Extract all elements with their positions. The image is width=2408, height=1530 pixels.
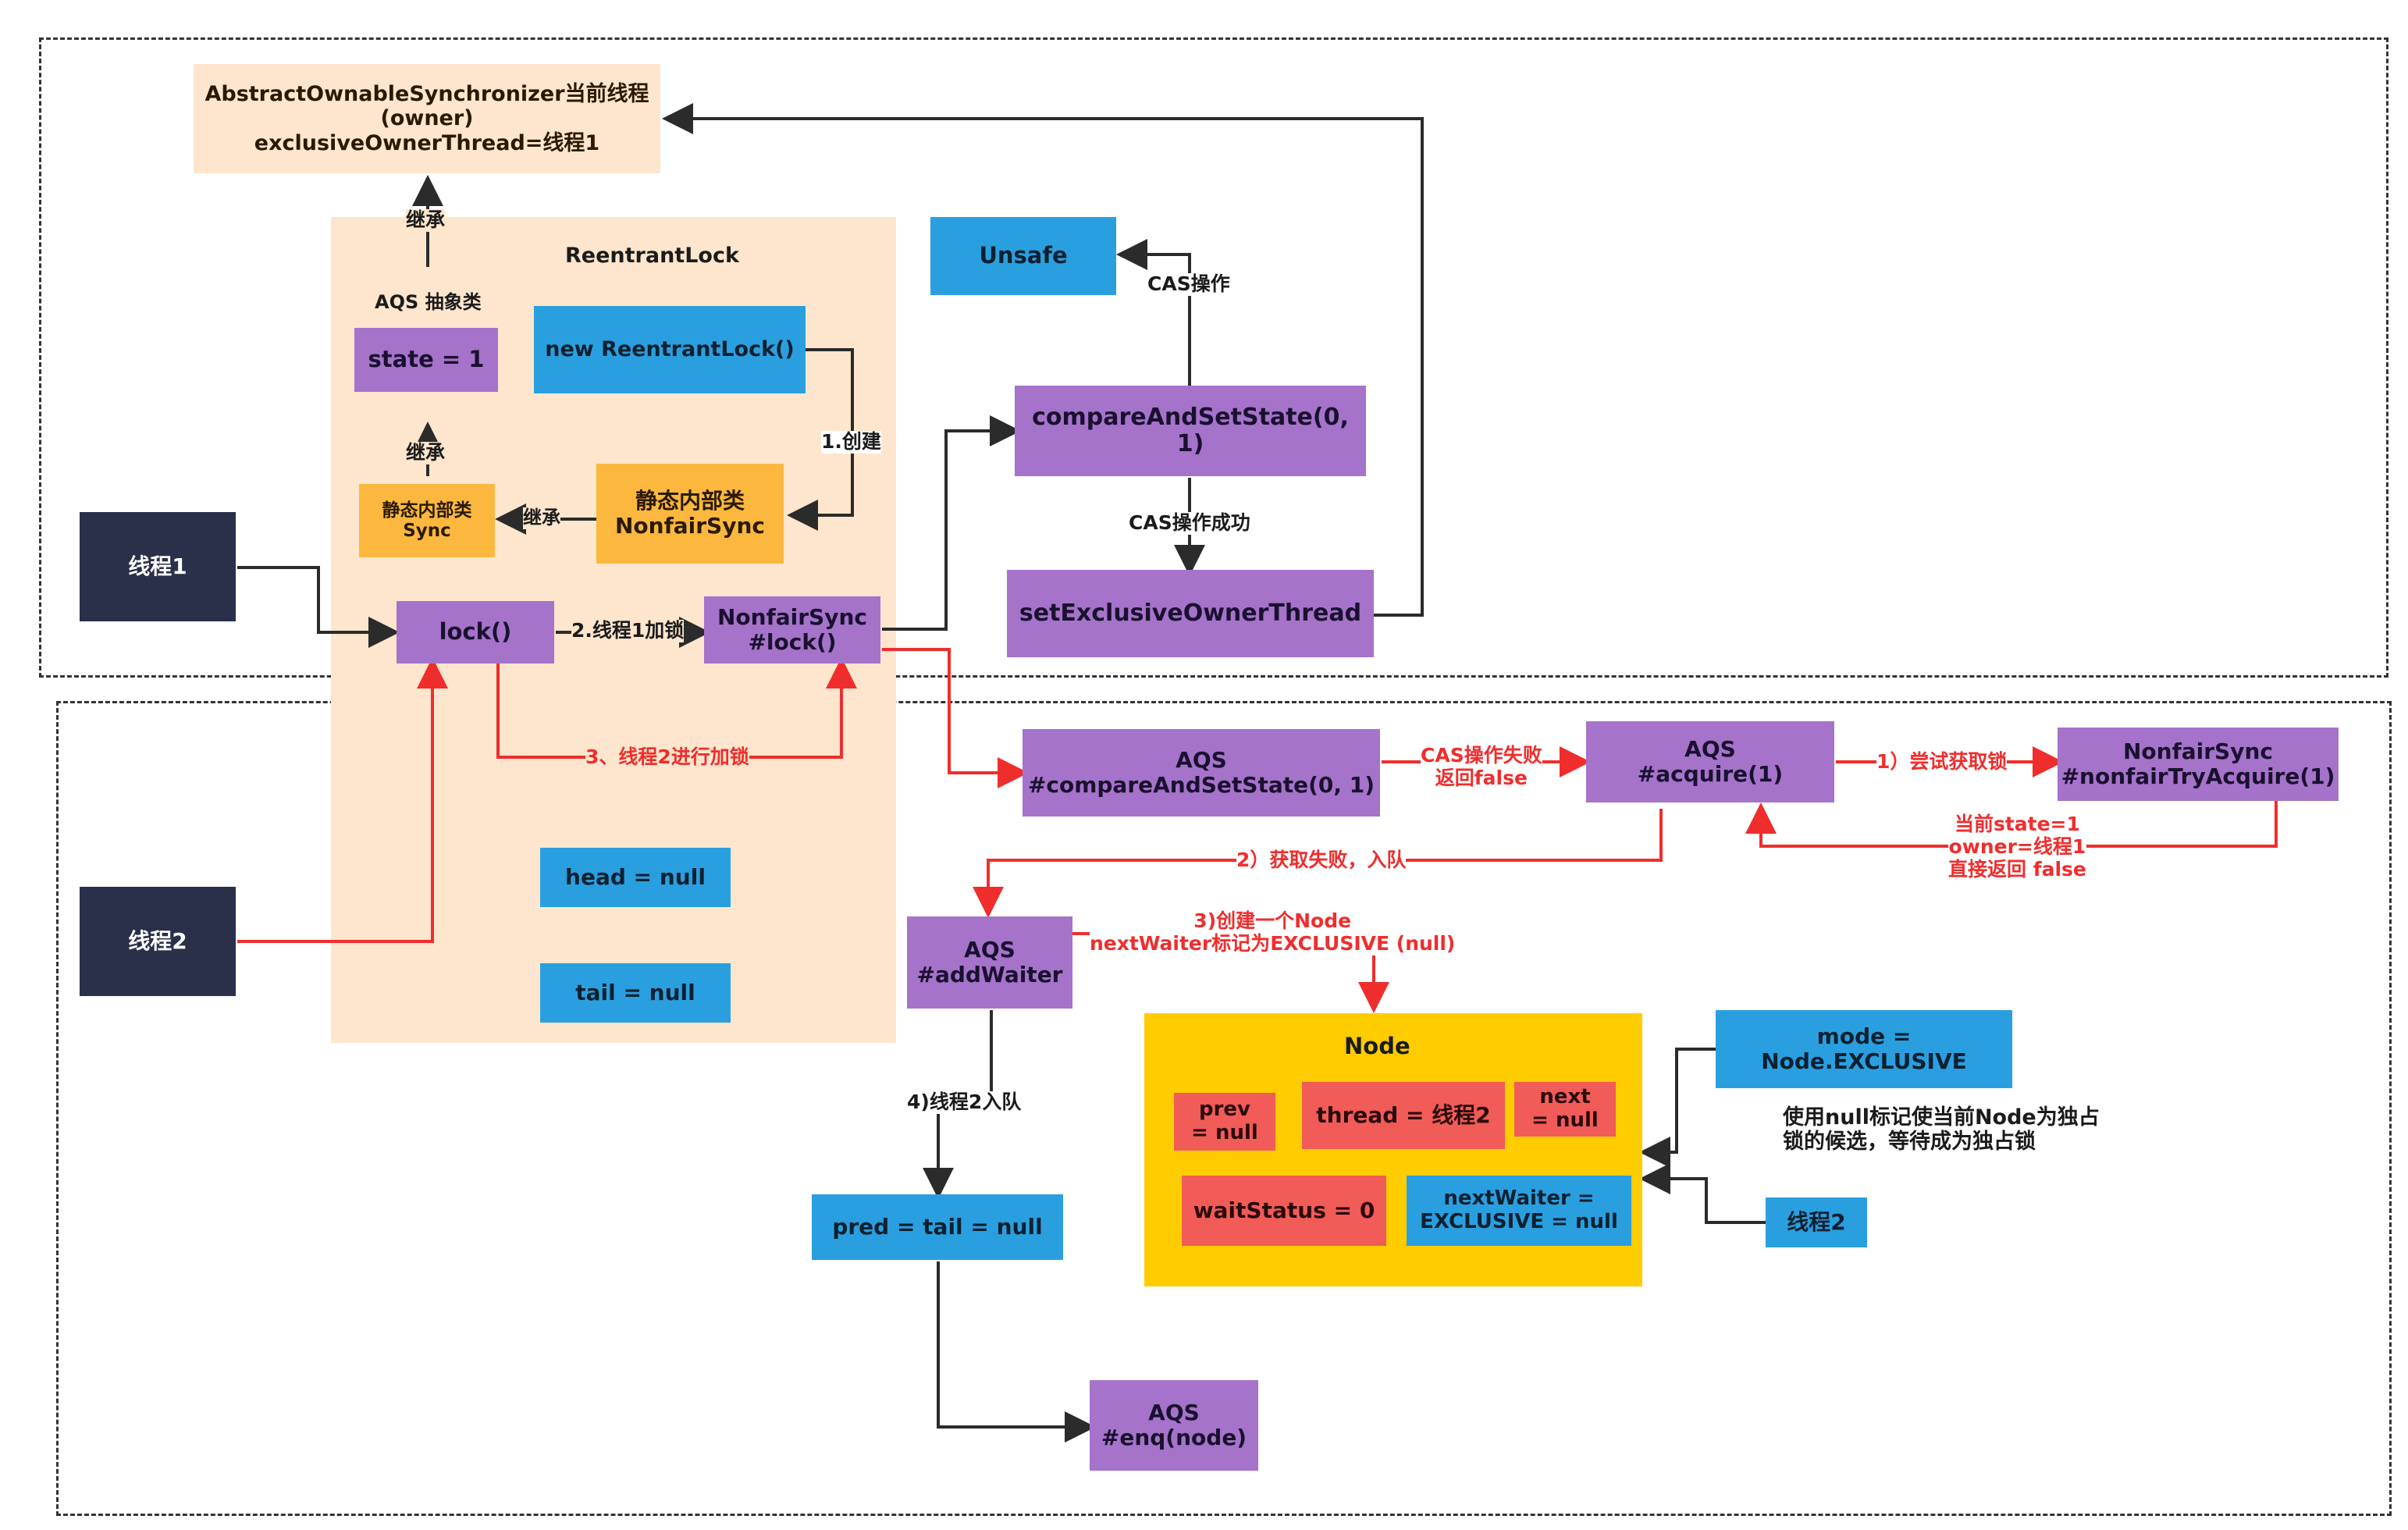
arrow-lock-to-nonfairlock-t2 [496,657,857,759]
label-cas-success: CAS操作成功 [1129,511,1250,535]
label-current-state: 当前state=1 owner=线程1 直接返回 false [1948,813,2086,881]
set-exclusive-box: setExclusiveOwnerThread [1007,570,1374,657]
node-waitstatus-box: waitStatus = 0 [1182,1176,1386,1246]
unsafe-box: Unsafe [930,217,1116,295]
region-thread1 [39,37,2388,678]
aqs-acquire-box: AQS #acquire(1) [1586,721,1834,802]
label-thread1-lock: 2.线程1加锁 [571,619,685,642]
label-null-note: 使用null标记使当前Node为独占 锁的候选，等待成为独占锁 [1783,1105,2100,1155]
node-next-box: next = null [1514,1082,1616,1137]
nonfairsync-box: 静态内部类 NonfairSync [596,464,784,564]
node-prev-box: prev = null [1174,1093,1275,1151]
aqs-addwaiter-box: AQS #addWaiter [907,916,1072,1009]
label-acquire-fail: 2）获取失败，入队 [1236,849,1407,872]
arrow-setexclusive-to-owner [662,103,1424,617]
label-aqs-abstract: AQS 抽象类 [375,291,482,313]
label-create-node: 3)创建一个Node nextWaiter标记为EXCLUSIVE (null) [1090,909,1456,955]
thread1-box: 线程1 [80,512,236,621]
nonfairsync-lock-box: NonfairSync #lock() [704,596,880,664]
compare-and-set-box: compareAndSetState(0, 1) [1015,386,1366,476]
arrow-cas-to-unsafe [1116,239,1191,386]
node-thread-box: thread = 线程2 [1302,1082,1505,1149]
arrow-mode-to-node [1639,1048,1716,1168]
label-create: 1.创建 [821,430,881,454]
node-nextwaiter-box: nextWaiter = EXCLUSIVE = null [1407,1176,1631,1246]
mode-box: mode = Node.EXCLUSIVE [1716,1010,2012,1088]
aqs-enq-box: AQS #enq(node) [1090,1380,1258,1471]
label-enqueue: 4)线程2入队 [907,1091,1022,1114]
label-try-acquire: 1）尝试获取锁 [1876,750,2008,774]
arrow-nonfairlock-to-cas [882,415,1021,631]
arrow-pred-to-enq [937,1261,1096,1443]
label-inherit-owner: 继承 [406,208,446,232]
thread2-box: 线程2 [80,887,236,996]
label-thread2-lock: 3、线程2进行加锁 [585,745,749,769]
state-box: state = 1 [354,328,498,392]
label-inherit-sync: 继承 [523,507,560,529]
head-box: head = null [540,848,731,907]
node-title: Node [1344,1033,1410,1059]
nonfair-try-acquire-box: NonfairSync #nonfairTryAcquire(1) [2058,728,2339,801]
tail-box: tail = null [540,963,731,1023]
pred-box: pred = tail = null [812,1194,1063,1260]
aos-owner-box: AbstractOwnableSynchronizer当前线程 (owner) … [194,64,660,173]
arrow-thread2-to-lock [237,657,448,943]
reentrantlock-title: ReentrantLock [565,244,739,268]
arrow-thread2-to-node [1639,1163,1766,1224]
lock-box: lock() [397,601,554,664]
aqs-compare-box: AQS #compareAndSetState(0, 1) [1023,729,1380,817]
arrow-thread1-to-lock [237,566,400,648]
region-thread2 [56,701,2392,1516]
arrow-nonfairlock-to-aqscompare [882,648,1029,788]
label-cas-op: CAS操作 [1147,272,1230,296]
sync-box: 静态内部类 Sync [359,484,495,557]
label-inherit-aqs: 继承 [406,441,446,464]
new-reentrantlock-box: new ReentrantLock() [534,306,806,393]
label-cas-fail: CAS操作失败 返回false [1421,744,1542,790]
thread2-small-box: 线程2 [1766,1197,1867,1247]
